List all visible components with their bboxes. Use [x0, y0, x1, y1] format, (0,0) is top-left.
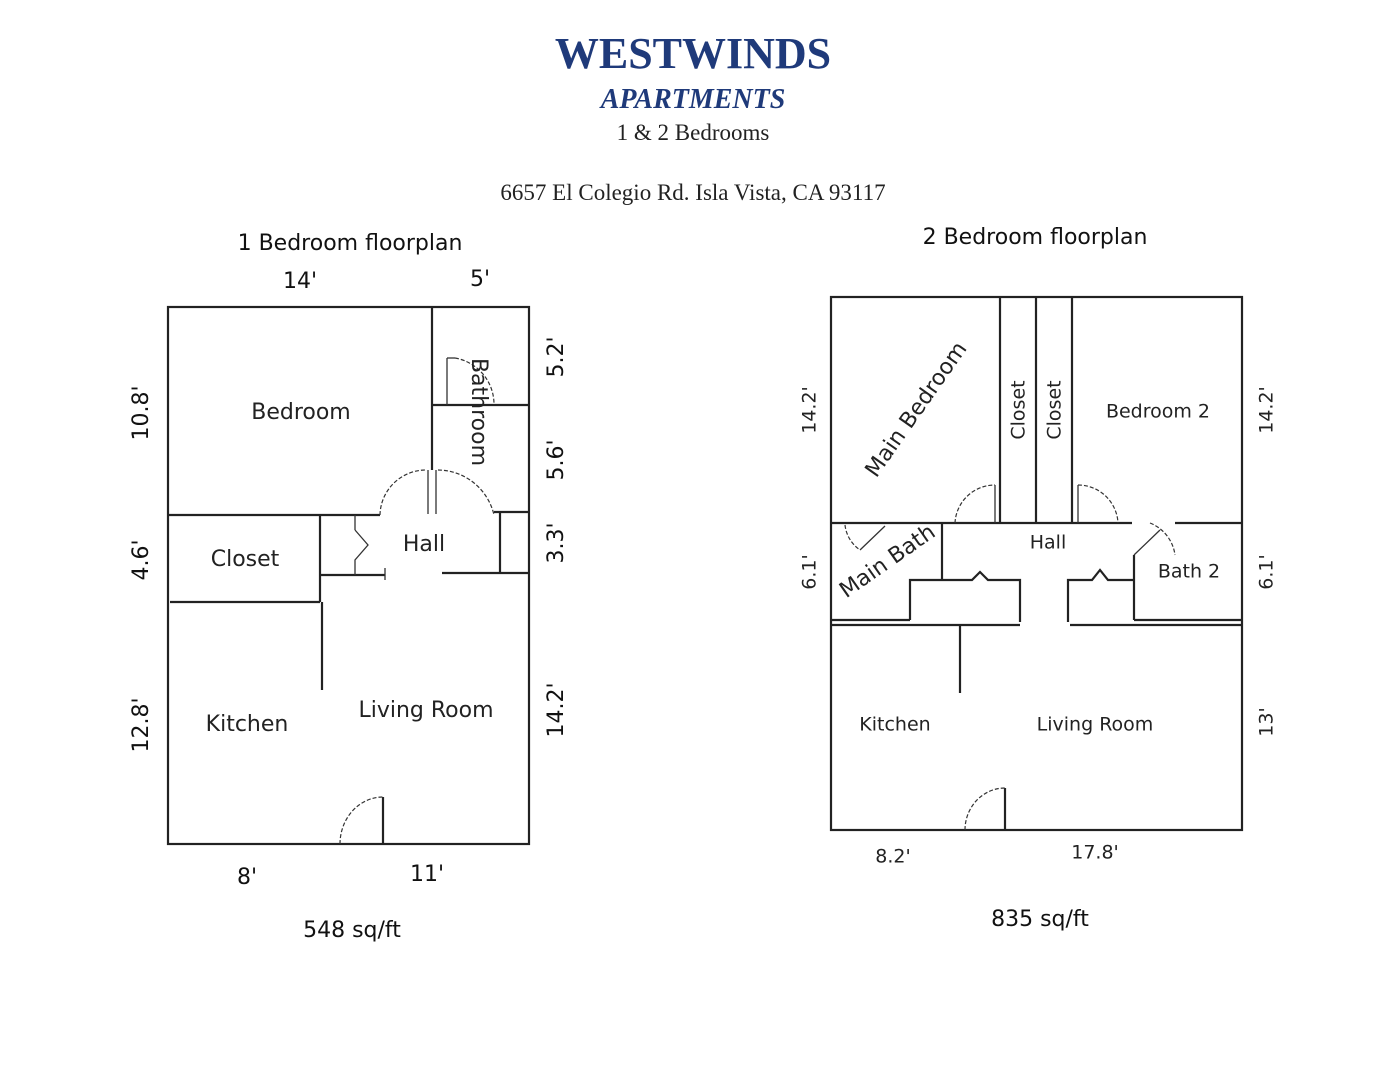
svg-text:14.2': 14.2'	[799, 386, 821, 434]
svg-text:17.8': 17.8'	[1071, 842, 1119, 864]
svg-text:8': 8'	[237, 865, 257, 890]
svg-text:11': 11'	[410, 862, 444, 887]
room-living-room: Living Room	[358, 698, 493, 723]
address: 6657 El Colegio Rd. Isla Vista, CA 93117	[500, 180, 885, 205]
plan1-title: 1 Bedroom floorplan	[238, 231, 463, 256]
svg-text:5': 5'	[470, 267, 490, 292]
svg-text:4.6': 4.6'	[129, 539, 154, 580]
header: WESTWINDS APARTMENTS 1 & 2 Bedrooms 6657…	[500, 29, 885, 205]
svg-text:10.8': 10.8'	[129, 385, 154, 440]
room-closet: Closet	[211, 547, 280, 572]
svg-text:3.3': 3.3'	[544, 522, 569, 563]
plan1-area: 548 sq/ft	[303, 918, 401, 943]
room-main-bath: Main Bath	[835, 520, 940, 604]
svg-text:5.2': 5.2'	[544, 336, 569, 377]
room-hall: Hall	[403, 532, 445, 557]
brand-title: WESTWINDS	[555, 29, 831, 78]
plan2-area: 835 sq/ft	[991, 907, 1089, 932]
svg-text:14.2': 14.2'	[1256, 386, 1278, 434]
room-kitchen: Kitchen	[859, 714, 930, 736]
room-closet-2: Closet	[1044, 380, 1066, 439]
plan2-dimensions: 14.2' 6.1' 14.2' 6.1' 13' 8.2' 17.8'	[799, 386, 1278, 867]
svg-text:13': 13'	[1256, 707, 1278, 736]
room-bedroom: Bedroom	[251, 400, 351, 425]
room-bedroom-2: Bedroom 2	[1106, 401, 1210, 423]
svg-text:6.1': 6.1'	[799, 554, 821, 589]
two-bedroom-floorplan: 2 Bedroom floorplan	[799, 225, 1278, 932]
svg-text:14': 14'	[283, 269, 317, 294]
plan1-outer-walls	[166, 305, 531, 846]
plan1-dimensions: 14' 5' 10.8' 4.6' 12.8' 5.2' 5.6' 3.3' 1…	[129, 267, 569, 890]
one-bedroom-floorplan: 1 Bedroom floorplan Bedroom Bathroom	[129, 231, 569, 943]
room-bathroom: Bathroom	[466, 358, 491, 466]
svg-text:5.6': 5.6'	[544, 439, 569, 480]
svg-text:8.2': 8.2'	[875, 846, 910, 868]
tagline: 1 & 2 Bedrooms	[617, 120, 770, 145]
plan2-title: 2 Bedroom floorplan	[923, 225, 1148, 250]
room-kitchen: Kitchen	[206, 712, 289, 737]
room-closet-1: Closet	[1008, 380, 1030, 439]
room-hall: Hall	[1030, 532, 1067, 554]
plan2-interior-walls	[831, 297, 1242, 831]
svg-text:14.2': 14.2'	[544, 682, 569, 737]
brand-subtitle: APARTMENTS	[599, 84, 786, 115]
svg-text:12.8': 12.8'	[129, 697, 154, 752]
svg-text:6.1': 6.1'	[1256, 554, 1278, 589]
room-main-bedroom: Main Bedroom	[861, 337, 973, 482]
plan1-interior-walls	[168, 307, 529, 845]
room-living-room: Living Room	[1037, 714, 1154, 736]
room-bath-2: Bath 2	[1158, 561, 1220, 583]
